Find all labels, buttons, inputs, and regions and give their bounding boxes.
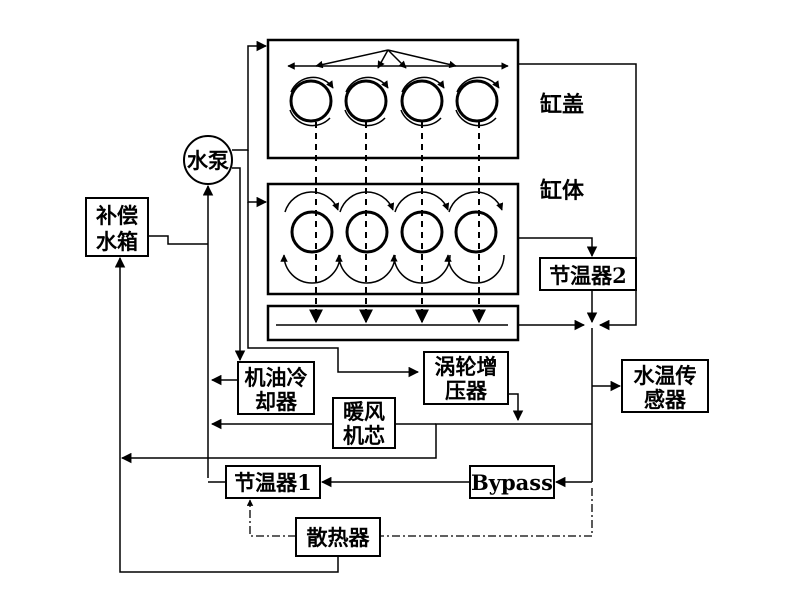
oil-cooler [237, 361, 315, 415]
turbocharger-label-2: 压器 [445, 378, 488, 403]
tank-to-pump-line [148, 235, 208, 245]
compensation-tank-label-2: 水箱 [96, 229, 138, 254]
bypass-label: Bypass [471, 470, 553, 495]
heater-core-label-1: 暖风 [343, 399, 385, 424]
turbo-outlet-line [508, 393, 524, 422]
block-cylinders [280, 191, 505, 284]
thermostat2-label: 节温器2 [549, 263, 627, 288]
block-to-thermostat2-line [518, 237, 598, 258]
radiator-label: 散热器 [307, 525, 371, 550]
water-temp-sensor-label-1: 水温传 [634, 363, 697, 388]
water-temp-sensor [621, 359, 709, 413]
water-pump [183, 135, 233, 185]
head-flow-arrows [287, 49, 509, 70]
pump-outlet-lines [232, 40, 420, 378]
radiator-to-tank-line [114, 256, 339, 573]
bypass [469, 465, 555, 499]
heater-supply-line [120, 423, 592, 464]
radiator-dashdot-lines [246, 488, 593, 537]
head-cylinders [289, 76, 500, 127]
compensation-tank [85, 197, 149, 257]
radiator [295, 517, 381, 557]
cylinder-block [266, 182, 520, 296]
water-temp-sensor-label-2: 感器 [644, 387, 687, 412]
water-pump-label: 水泵 [187, 148, 229, 173]
turbocharger-label-1: 涡轮增 [435, 354, 498, 379]
head-outlet-line [518, 63, 637, 331]
oil-cooler-label-2: 却器 [255, 389, 298, 414]
oil-cooler-label-1: 机油冷 [245, 365, 308, 390]
outlet-manifold [266, 304, 520, 342]
turbocharger [423, 351, 509, 405]
dashed-transfer-arrows [309, 122, 486, 324]
heater-core-label-2: 机芯 [343, 423, 385, 448]
heater-core [332, 397, 396, 449]
thermostat1-label: 节温器1 [234, 470, 312, 495]
thermostat2 [539, 257, 637, 291]
cylinder-block-label: 缸体 [540, 178, 585, 204]
compensation-tank-label-1: 补偿 [95, 203, 138, 228]
cylinder-head-label: 缸盖 [540, 92, 584, 118]
cylinder-head [266, 38, 520, 160]
